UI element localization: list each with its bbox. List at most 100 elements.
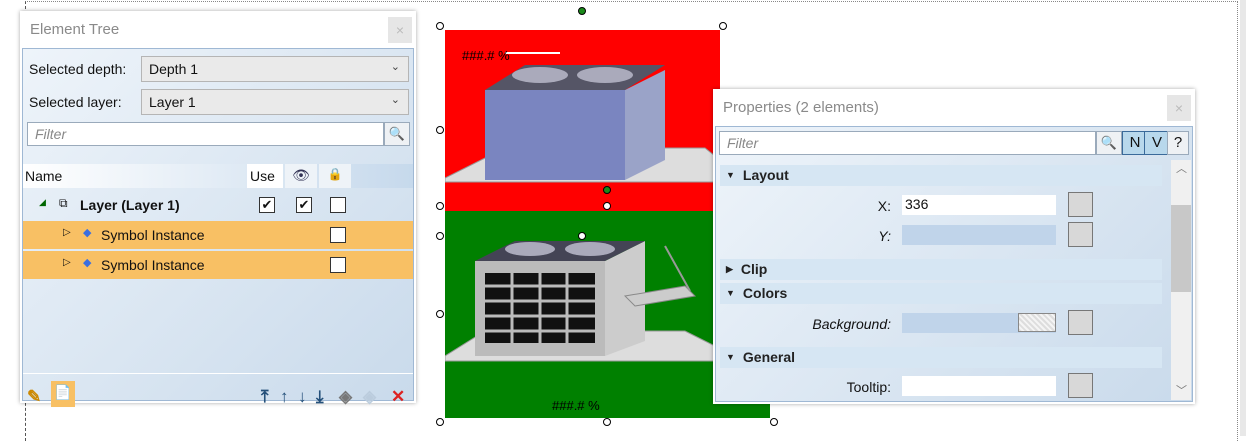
x-binding-button[interactable]	[1068, 192, 1093, 217]
pick-icon[interactable]: ✎	[27, 387, 42, 406]
close-button[interactable]: ×	[388, 17, 412, 43]
symbol-icon: ◆	[83, 257, 92, 269]
background-binding-button[interactable]	[1068, 310, 1093, 335]
background-label: Background:	[812, 316, 891, 332]
collapsed-icon[interactable]: ▷	[63, 227, 71, 238]
symbol-cooling-tower-green[interactable]	[444, 211, 770, 418]
section-clip[interactable]: ▶ Clip	[720, 259, 1162, 280]
search-icon[interactable]: 🔍	[1096, 131, 1122, 155]
chevron-down-icon: ⌄	[390, 61, 400, 73]
move-up-icon[interactable]: ↑	[280, 387, 289, 406]
scroll-down-icon[interactable]: ﹀	[1176, 385, 1187, 397]
percent-label-bottom: ###.# %	[552, 398, 600, 413]
y-label: Y:	[878, 228, 891, 244]
column-use[interactable]: Use	[247, 164, 283, 188]
resize-handle[interactable]	[436, 202, 444, 210]
move-bottom-icon[interactable]: ⤓	[316, 387, 324, 406]
layer-label: Selected layer:	[29, 94, 122, 110]
rotate-handle[interactable]	[578, 7, 586, 15]
tree-header: Name Use 👁 🔒	[23, 164, 413, 188]
lock-icon[interactable]: 🔒	[319, 164, 351, 188]
delete-icon[interactable]: ✕	[391, 387, 406, 406]
search-icon[interactable]: 🔍	[384, 122, 410, 146]
add-layer-icon[interactable]: ◈	[339, 387, 353, 406]
row-label: Layer (Layer 1)	[80, 197, 180, 213]
tree-row-layer[interactable]: ◢ ⧉ Layer (Layer 1) ✔ ✔	[23, 191, 413, 219]
background-input[interactable]	[902, 313, 1056, 333]
layer-select[interactable]: Layer 1 ⌄	[141, 89, 409, 115]
lock-checkbox[interactable]	[330, 227, 346, 243]
element-tree-panel: Element Tree × Selected depth: Depth 1⌄ …	[20, 11, 416, 407]
collapse-icon: ▼	[726, 288, 735, 298]
eye-icon[interactable]: 👁	[285, 164, 317, 188]
scroll-up-icon[interactable]: ︿	[1176, 163, 1187, 175]
layer-value: Layer 1	[149, 94, 196, 110]
scrollbar[interactable]: ︿ ﹀	[1171, 160, 1191, 400]
copy-icon[interactable]: 📄	[51, 381, 75, 407]
help-button[interactable]: ?	[1167, 131, 1189, 155]
row-label: Symbol Instance	[101, 257, 205, 273]
move-top-icon[interactable]: ⤒	[261, 387, 269, 406]
resize-handle[interactable]	[436, 418, 444, 426]
row-label: Symbol Instance	[101, 227, 205, 243]
resize-handle[interactable]	[436, 22, 444, 30]
tree-row-symbol[interactable]: ▷ ◆ Symbol Instance	[23, 221, 413, 249]
resize-handle[interactable]	[603, 202, 611, 210]
resize-handle[interactable]	[436, 310, 444, 318]
expanded-icon[interactable]: ◢	[39, 197, 46, 207]
depth-value: Depth 1	[149, 61, 199, 77]
column-name[interactable]: Name	[25, 168, 63, 184]
resize-handle[interactable]	[719, 22, 727, 30]
x-label: X:	[877, 198, 891, 214]
percent-label-top: ###.# %	[462, 48, 510, 63]
remove-layer-icon: ◈	[363, 387, 377, 406]
lock-checkbox[interactable]	[330, 257, 346, 273]
symbol-cooling-tower-red[interactable]	[444, 30, 721, 211]
resize-handle[interactable]	[603, 418, 611, 426]
collapse-icon: ▼	[726, 352, 735, 362]
collapsed-icon[interactable]: ▷	[63, 257, 71, 268]
properties-panel: Properties (2 elements) × Filter 🔍 N V ?…	[713, 89, 1195, 404]
filter-input[interactable]: Filter	[719, 131, 1096, 155]
section-label: Layout	[742, 167, 789, 183]
resize-handle[interactable]	[436, 232, 444, 240]
section-label: General	[742, 349, 796, 365]
cooling-tower-illustration	[444, 52, 721, 183]
y-input[interactable]	[902, 225, 1056, 245]
resize-handle[interactable]	[770, 418, 778, 426]
resize-handle[interactable]	[578, 232, 586, 240]
section-layout[interactable]: ▼Layout	[720, 165, 1162, 186]
tooltip-input[interactable]	[902, 376, 1056, 396]
resize-handle[interactable]	[436, 126, 444, 134]
visible-checkbox[interactable]: ✔	[296, 197, 312, 213]
expand-icon: ▶	[726, 264, 733, 274]
sort-by-name-button[interactable]: N	[1122, 131, 1148, 155]
section-label: Colors	[742, 285, 788, 301]
section-colors[interactable]: ▼ Colors	[720, 283, 1162, 304]
section-label: Clip	[740, 261, 768, 277]
tree-row-symbol[interactable]: ▷ ◆ Symbol Instance	[23, 251, 413, 279]
use-checkbox[interactable]: ✔	[259, 197, 275, 213]
panel-title: Element Tree	[30, 21, 120, 38]
panel-title: Properties (2 elements)	[723, 99, 879, 116]
layer-icon: ⧉	[59, 196, 68, 210]
divider	[23, 373, 413, 374]
scroll-gutter	[1240, 0, 1246, 436]
move-down-icon[interactable]: ↓	[298, 387, 307, 406]
scrollbar-thumb[interactable]	[1171, 205, 1191, 292]
tooltip-label: Tooltip:	[846, 379, 891, 395]
depth-label: Selected depth:	[29, 61, 127, 77]
y-binding-button[interactable]	[1068, 222, 1093, 247]
lock-checkbox[interactable]	[330, 197, 346, 213]
cooling-tower-illustration	[444, 241, 716, 362]
depth-select[interactable]: Depth 1 ⌄	[141, 56, 409, 82]
rotate-handle[interactable]	[603, 186, 611, 194]
color-swatch[interactable]	[1018, 313, 1056, 332]
show-values-button[interactable]: V	[1144, 131, 1170, 155]
chevron-down-icon: ⌄	[390, 94, 400, 106]
section-general[interactable]: ▼ General	[720, 347, 1162, 368]
tooltip-binding-button[interactable]	[1068, 373, 1093, 398]
x-input[interactable]: 336	[902, 195, 1056, 215]
close-button[interactable]: ×	[1167, 95, 1191, 121]
filter-input[interactable]: Filter	[27, 122, 384, 146]
